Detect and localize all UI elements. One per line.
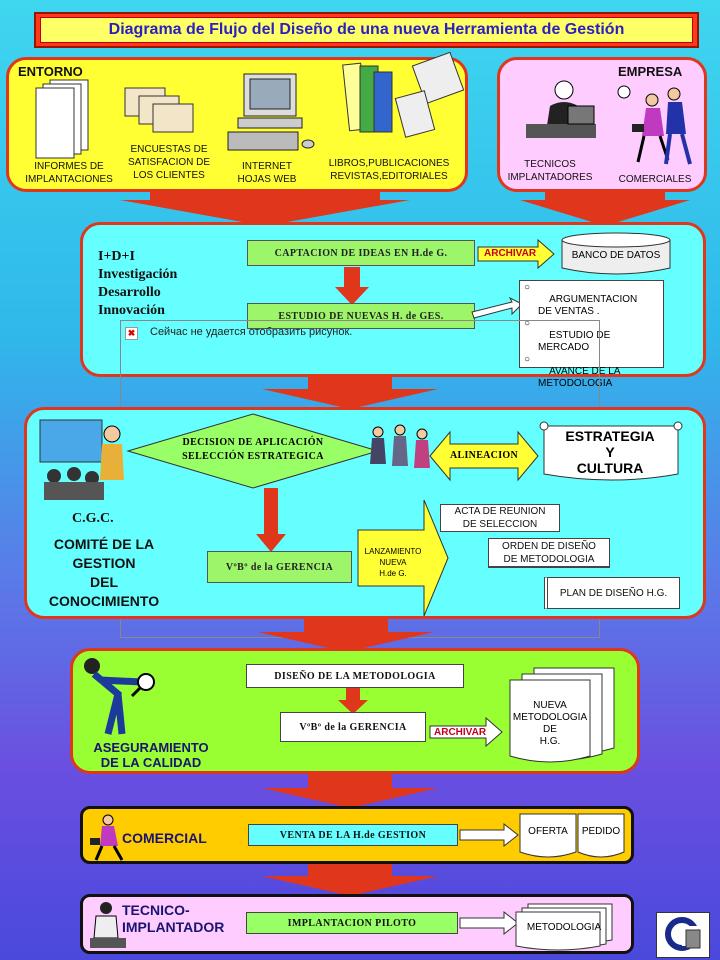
entorno-heading: ENTORNO xyxy=(18,64,83,79)
empresa-item-tecnicos: TECNICOS IMPLANTADORES xyxy=(507,159,593,183)
document-stack-icon xyxy=(35,79,89,159)
nueva-doc-stack xyxy=(509,667,615,763)
page-title: Diagrama de Flujo del Diseño de una nuev… xyxy=(108,21,625,38)
plan-box: PLAN DE DISEÑO H.G. xyxy=(544,577,680,609)
inspector-icon xyxy=(84,658,155,735)
list-item: ○ARGUMENTACION DE VENTAS . xyxy=(524,282,638,317)
arrow-empresa-down xyxy=(520,192,690,226)
arrow-estudio-list xyxy=(471,296,523,319)
empresa-item-comerciales: COMERCIALES xyxy=(618,174,692,185)
arrow-implantacion-metodologia xyxy=(459,910,519,936)
entorno-item-internet: INTERNET HOJAS WEB xyxy=(237,161,297,185)
lanzamiento-text: LANZAMIENTO NUEVA H.de G. xyxy=(364,547,422,578)
meeting-people-icon xyxy=(39,419,124,500)
implantacion-box: IMPLANTACION PILOTO xyxy=(246,912,458,934)
circle-bullet-icon: ○ xyxy=(524,354,531,365)
alineacion-double-arrow xyxy=(429,430,539,482)
banco-label: BANCO DE DATOS xyxy=(571,250,661,261)
arrow-idi-cgc xyxy=(262,377,438,409)
captacion-box: CAPTACION DE IDEAS EN H.de G. xyxy=(247,240,475,266)
cgc-heading: C.G.C. xyxy=(72,511,114,526)
calidad-heading: ASEGURAMIENTO DE LA CALIDAD xyxy=(93,740,209,770)
diseno-box: DISEÑO DE LA METODOLOGIA xyxy=(246,664,464,688)
acta-box: ACTA DE REUNION DE SELECCION xyxy=(440,504,560,532)
archivar-label-2: ARCHIVAR xyxy=(434,727,487,738)
commercial-people-icon xyxy=(617,85,692,165)
salesperson-icon xyxy=(90,814,124,861)
broken-image-text: Сейчас не удается отобразить рисунок. xyxy=(150,326,353,338)
archivar-label-1: ARCHIVAR xyxy=(484,248,537,259)
venta-box: VENTA DE LA H.de GESTION xyxy=(248,824,458,846)
arrow-entorno-down xyxy=(120,192,410,226)
title-inner: Diagrama de Flujo del Diseño de una nuev… xyxy=(40,17,693,43)
technician-small-icon xyxy=(90,902,126,948)
pedido-label: PEDIDO xyxy=(581,826,621,837)
metodologia-doc-stack xyxy=(515,903,613,951)
empresa-heading: EMPRESA xyxy=(618,64,683,79)
estrategia-text: ESTRATEGIA Y CULTURA xyxy=(565,428,655,476)
list-item: ○AVANCE DE LA METODOLOGIA xyxy=(524,354,621,389)
arrow-captacion-estudio xyxy=(335,267,369,305)
entorno-item-encuestas: ENCUESTAS DE SATISFACION DE LOS CLIENTES xyxy=(127,144,211,181)
cgc-subheading: COMITÉ DE LA GESTION DEL CONOCIMIENTO xyxy=(48,536,160,609)
broken-image-icon: ✖ xyxy=(125,327,138,340)
arrow-venta-oferta xyxy=(459,822,519,848)
database-cylinder-icon xyxy=(561,232,671,275)
arrow-comercial-tecnico xyxy=(262,864,438,896)
computer-icon xyxy=(227,73,315,151)
decision-text: DECISION DE APLICACIÓN SELECCIÓN ESTRATE… xyxy=(182,437,324,462)
technician-icon xyxy=(526,80,596,138)
arrow-cgc-calidad xyxy=(258,618,434,652)
circle-bullet-icon: ○ xyxy=(524,282,531,293)
entorno-item-informes: INFORMES DE IMPLANTACIONES xyxy=(25,161,113,185)
arrow-to-nueva xyxy=(429,716,503,748)
arrow-calidad-comercial xyxy=(262,774,438,808)
survey-stack-icon xyxy=(124,87,194,133)
oferta-doc xyxy=(519,813,577,858)
metodologia-label: METODOLOGIA xyxy=(526,922,602,933)
tecnico-heading: TECNICO- IMPLANTADOR xyxy=(122,902,225,935)
oferta-label: OFERTA xyxy=(528,826,568,837)
idi-heading: I+D+I Investigación Desarrollo Innovació… xyxy=(98,249,178,318)
circle-bullet-icon: ○ xyxy=(524,318,531,329)
orden-box: ORDEN DE DISEÑO DE METODOLOGIA xyxy=(488,538,610,568)
lanzamiento-arrow xyxy=(357,499,449,617)
alineacion-label: ALINEACION xyxy=(449,450,518,461)
vobo-box-2: VºBº de la GERENCIA xyxy=(280,712,426,742)
handshake-people-icon xyxy=(370,424,430,468)
arrow-decision-vobo xyxy=(256,488,286,552)
books-icon xyxy=(342,51,465,138)
arrow-diseno-vobo xyxy=(338,688,368,714)
vobo-box-1: VºBº de la GERENCIA xyxy=(207,551,352,583)
estudio-box: ESTUDIO DE NUEVAS H. de GES. xyxy=(247,303,475,329)
logo-icon xyxy=(665,917,701,951)
arrow-to-banco xyxy=(477,238,555,270)
nueva-text: NUEVA METODOLOGIA DE H.G. xyxy=(512,700,588,747)
comercial-heading: COMERCIAL xyxy=(122,830,207,846)
pedido-doc xyxy=(577,813,625,858)
idi-output-list: ○ARGUMENTACION DE VENTAS . ○ESTUDIO DE M… xyxy=(519,280,664,389)
estrategia-scroll xyxy=(539,421,683,481)
list-item: ○ESTUDIO DE MERCADO xyxy=(524,318,611,353)
entorno-item-libros: LIBROS,PUBLICACIONES REVISTAS,EDITORIALE… xyxy=(328,158,450,182)
